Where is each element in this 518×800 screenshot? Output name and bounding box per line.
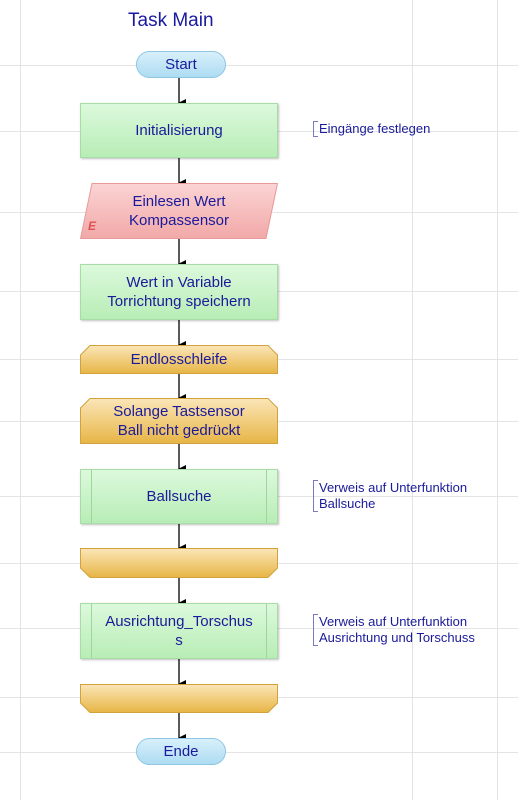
end-terminal[interactable]: Ende xyxy=(136,738,226,765)
read-compass-line2: Kompassensor xyxy=(128,212,230,229)
loop-end-shape xyxy=(80,684,278,713)
endless-loop-start-block[interactable]: Endlosschleife xyxy=(80,345,278,374)
read-compass-line1: Einlesen Wert xyxy=(132,193,226,210)
ballsuche-label: Ballsuche xyxy=(146,488,212,505)
ballsuche-comment: Verweis auf Unterfunktion Ballsuche xyxy=(313,480,467,512)
start-label: Start xyxy=(165,56,197,73)
ballsuche-comment-line2: Ballsuche xyxy=(319,496,376,511)
ausrichtung-line2: s xyxy=(175,632,183,649)
loop-start-label: Endlosschleife xyxy=(130,351,228,368)
grid-line xyxy=(0,752,518,753)
store-line1: Wert in Variable xyxy=(126,274,232,291)
ausrichtung-comment: Verweis auf Unterfunktion Ausrichtung un… xyxy=(313,614,475,646)
parallelogram-shape xyxy=(80,183,278,239)
store-line2: Torrichtung speichern xyxy=(107,293,251,310)
grid-line xyxy=(0,65,518,66)
while-end-block[interactable] xyxy=(80,548,278,578)
grid-line xyxy=(20,0,21,800)
ausrichtung-line1: Ausrichtung_Torschus xyxy=(105,613,253,630)
loop-start-shape xyxy=(80,345,278,374)
loop-start-text: Endlosschleife xyxy=(80,345,278,374)
init-comment-text: Eingänge festlegen xyxy=(319,121,431,136)
end-label: Ende xyxy=(163,743,199,760)
while-shape xyxy=(80,398,278,444)
grid-line xyxy=(412,0,413,800)
input-marker: E xyxy=(88,219,97,233)
while-end-shape xyxy=(80,548,278,578)
ballsuche-subroutine-block[interactable]: Ballsuche xyxy=(80,469,278,524)
start-terminal[interactable]: Start xyxy=(136,51,226,78)
init-label: Initialisierung xyxy=(135,122,223,139)
grid-line xyxy=(497,0,498,800)
endless-loop-end-block[interactable] xyxy=(80,684,278,713)
while-line2: Ball nicht gedrückt xyxy=(117,422,241,439)
ausrichtung-comment-line1: Verweis auf Unterfunktion xyxy=(319,614,468,629)
init-process-block[interactable]: Initialisierung xyxy=(80,103,278,158)
ballsuche-comment-line1: Verweis auf Unterfunktion xyxy=(319,480,468,495)
ausrichtung-comment-line2: Ausrichtung und Torschuss xyxy=(319,630,475,645)
while-line1: Solange Tastsensor xyxy=(113,403,245,420)
diagram-title: Task Main xyxy=(128,10,214,31)
init-comment: Eingänge festlegen xyxy=(313,121,430,137)
